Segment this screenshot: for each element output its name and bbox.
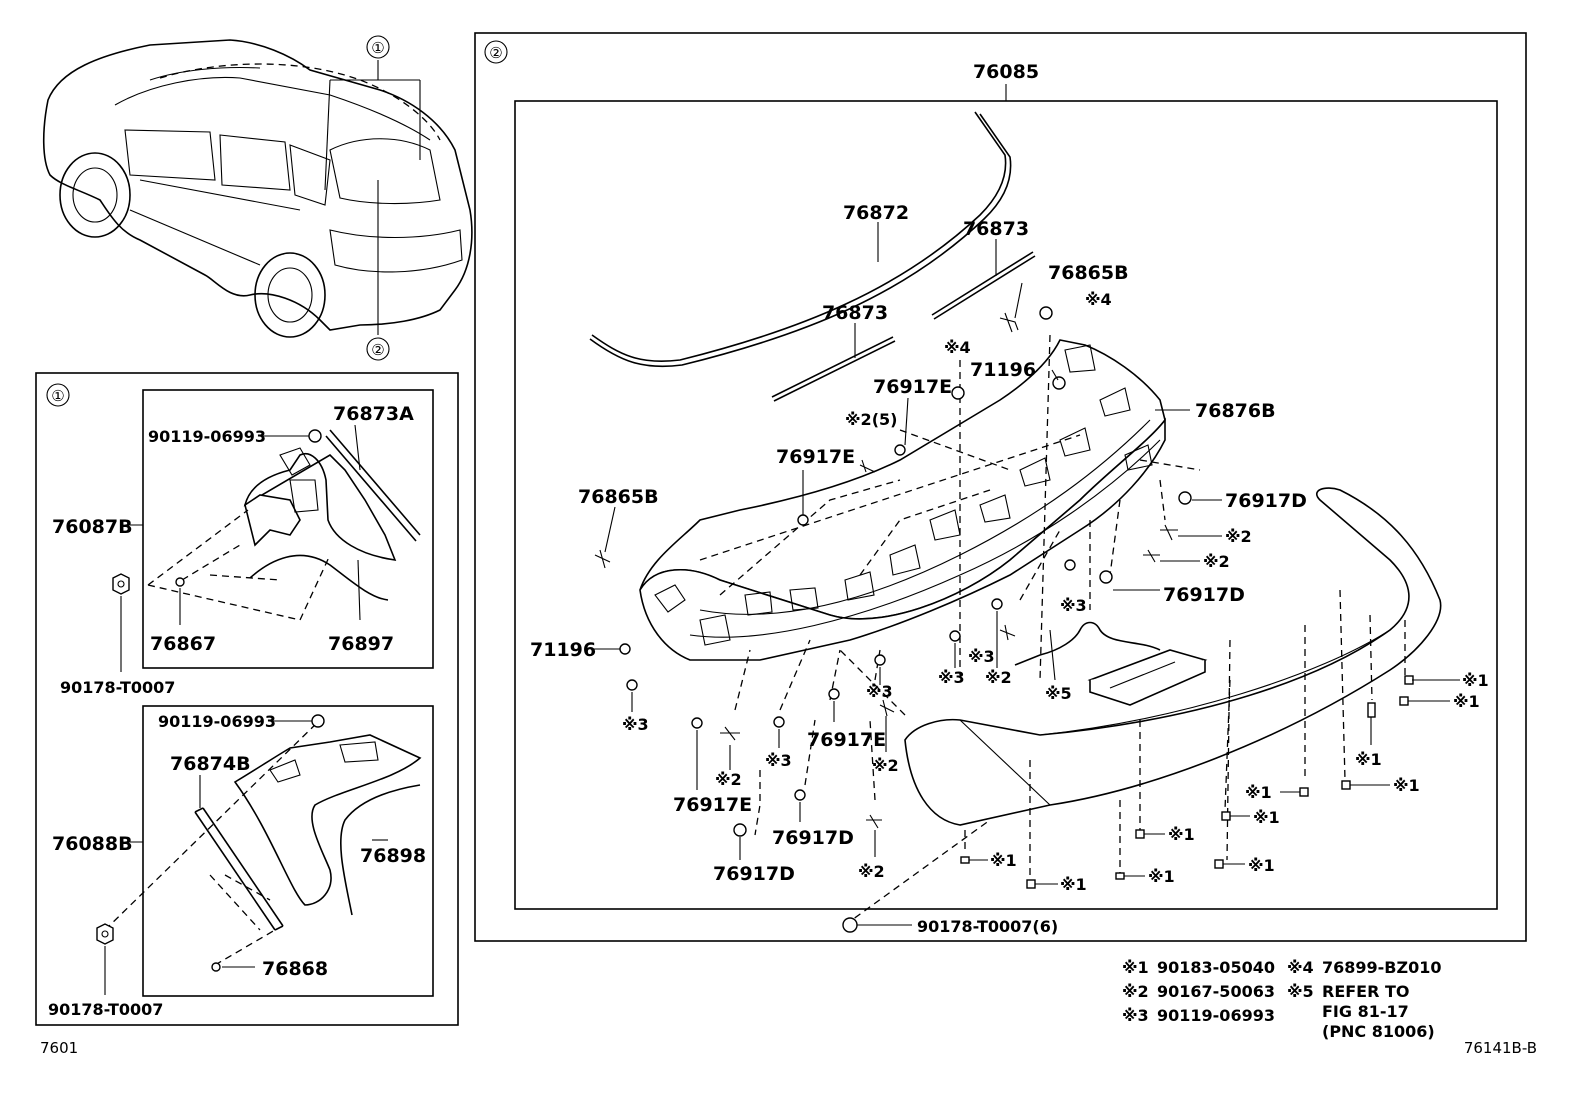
ref-1-h: ※1 <box>1248 856 1275 875</box>
ref-5: ※5 <box>1045 684 1072 703</box>
label-76865b-top: 76865B <box>1048 262 1129 284</box>
label-76873a: 76873A <box>333 403 414 425</box>
ref-1-g: ※1 <box>1168 825 1195 844</box>
ref-3-c3: ※3 <box>938 668 965 687</box>
legend-text-1: 90183-05040 <box>1157 958 1275 977</box>
ref-2-c3: ※2 <box>715 770 742 789</box>
legend-mark-5: ※5 <box>1287 982 1314 1001</box>
legend-mark-3: ※3 <box>1122 1006 1149 1025</box>
legend-text-6: FIG 81-17 <box>1322 1002 1409 1021</box>
ref-3-c1: ※3 <box>1060 596 1087 615</box>
label-71196-top: 71196 <box>970 359 1036 381</box>
legend-text-7: (PNC 81006) <box>1322 1022 1435 1041</box>
label-76867: 76867 <box>150 633 216 655</box>
ref-3-c2: ※3 <box>968 647 995 666</box>
ref-1-c: ※1 <box>1355 750 1382 769</box>
legend-mark-1: ※1 <box>1122 958 1149 977</box>
ref-1-a: ※1 <box>1462 671 1489 690</box>
vehicle-overview: ① ② <box>42 35 473 361</box>
ref-1-b: ※1 <box>1453 692 1480 711</box>
legend-text-5: REFER TO <box>1322 982 1410 1001</box>
label-76897: 76897 <box>328 633 394 655</box>
page-code: 7601 <box>40 1039 78 1057</box>
ref-1-k: ※1 <box>990 851 1017 870</box>
ref-3-l1: ※3 <box>622 715 649 734</box>
figure-code: 76141B-B <box>1464 1039 1537 1057</box>
callout-1-top: ① <box>371 39 384 57</box>
ref-2-c4: ※2 <box>858 862 885 881</box>
section-1-marker: ① <box>51 387 64 405</box>
ref-3-c5: ※3 <box>765 751 792 770</box>
label-90178-t0007-lower: 90178-T0007 <box>48 1000 163 1019</box>
legend-mark-2: ※2 <box>1122 982 1149 1001</box>
label-76876b: 76876B <box>1195 400 1276 422</box>
legend-text-3: 90119-06993 <box>1157 1006 1275 1025</box>
label-76917d-c2: 76917D <box>713 863 795 885</box>
label-76865b-left: 76865B <box>578 486 659 508</box>
label-76917d-c1: 76917D <box>772 827 854 849</box>
label-76872: 76872 <box>843 202 909 224</box>
label-76874b: 76874B <box>170 753 251 775</box>
ref-1-f: ※1 <box>1253 808 1280 827</box>
ref-4-top: ※4 <box>1085 290 1112 309</box>
label-76917e-a: 76917E <box>873 376 952 398</box>
ref-2-c2: ※2 <box>872 756 899 775</box>
ref-1-i: ※1 <box>1148 867 1175 886</box>
label-76917d-r2: 76917D <box>1163 584 1245 606</box>
label-76868: 76868 <box>262 958 328 980</box>
label-76898: 76898 <box>360 845 426 867</box>
label-71196-left: 71196 <box>530 639 596 661</box>
legend-text-4: 76899-BZ010 <box>1322 958 1442 977</box>
label-76917e-d: 76917E <box>673 794 752 816</box>
section-1-frame: ① <box>35 372 459 1026</box>
ref-2-r1: ※2 <box>1225 527 1252 546</box>
label-76088b: 76088B <box>52 833 133 855</box>
ref-2-c1: ※2 <box>985 668 1012 687</box>
section-2-frame: ② 76085 76872 76873 76873 <box>474 32 1527 942</box>
ref-1-d: ※1 <box>1393 776 1420 795</box>
legend: ※1 90183-05040 ※2 90167-50063 ※3 90119-0… <box>1122 958 1442 1041</box>
legend-mark-4: ※4 <box>1287 958 1314 977</box>
label-90178-t0007-upper: 90178-T0007 <box>60 678 175 697</box>
label-76917e-c: 76917E <box>807 729 886 751</box>
ref-3-c4: ※3 <box>866 682 893 701</box>
callout-2-bottom: ② <box>371 341 384 359</box>
label-76085: 76085 <box>973 61 1039 83</box>
legend-text-2: 90167-50063 <box>1157 982 1275 1001</box>
ref-1-j: ※1 <box>1060 875 1087 894</box>
label-76917d-r1: 76917D <box>1225 490 1307 512</box>
ref-2-r2: ※2 <box>1203 552 1230 571</box>
label-90119-06993-upper: 90119-06993 <box>148 427 266 446</box>
ref-4-mid: ※4 <box>944 338 971 357</box>
label-90178-t0007-6: 90178-T0007(6) <box>917 917 1058 936</box>
label-76917e-b: 76917E <box>776 446 855 468</box>
section-2-marker: ② <box>489 44 502 62</box>
ref-1-e: ※1 <box>1245 783 1272 802</box>
label-76873-left: 76873 <box>822 302 888 324</box>
ref-2-qty5: ※2(5) <box>845 410 897 429</box>
label-76087b: 76087B <box>52 516 133 538</box>
label-90119-06993-lower: 90119-06993 <box>158 712 276 731</box>
label-76873-right: 76873 <box>963 218 1029 240</box>
